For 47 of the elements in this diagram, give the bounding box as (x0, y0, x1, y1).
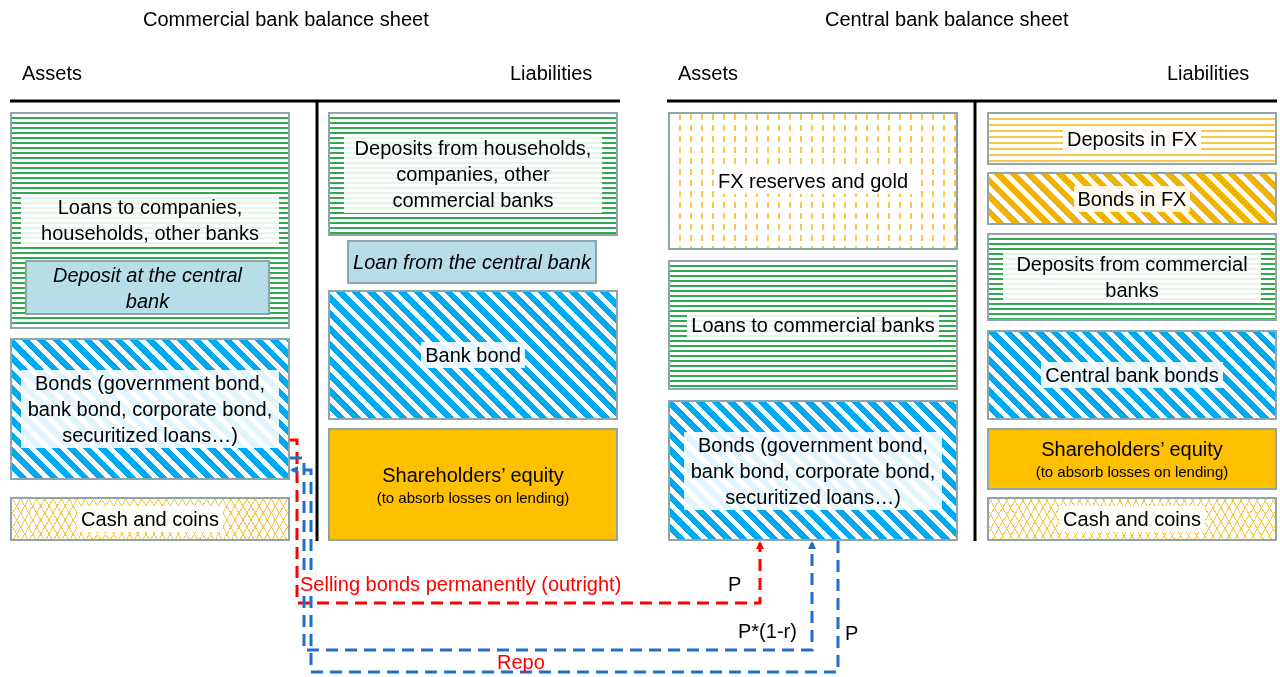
item-text: Shareholders’ equity (1040, 437, 1224, 463)
item-text: Shareholders’ equity (381, 462, 565, 488)
edge-label: Selling bonds permanently (outright) (300, 573, 622, 596)
item-text: Cash and coins (1059, 506, 1205, 532)
deposit-box (25, 260, 270, 315)
column-heading: Liabilities (510, 62, 593, 85)
note-text: (to absorb losses on lending) (1034, 462, 1230, 482)
item-text: Bonds (government bond, bank bond, corporate bond, securitized loans…) (21, 370, 279, 448)
bond-box (668, 400, 958, 541)
item-text: Deposits from households, companies, other commercial banks (344, 135, 602, 213)
bond-box (987, 172, 1277, 225)
item-text: Loan from the central bank (352, 250, 593, 275)
equity-box (328, 428, 618, 541)
operation-label: Repo (497, 651, 545, 674)
item-text: Loans to companies, households, other banks (21, 194, 279, 246)
loan-box (10, 112, 290, 329)
item-text: Deposit at the central bank (52, 262, 244, 314)
note-text: (to absorb losses on lending) (375, 487, 571, 508)
deposit-box (347, 240, 597, 284)
cash-box (10, 497, 290, 541)
column-heading: Assets (678, 62, 739, 85)
loan-box (987, 233, 1277, 321)
bond-box (987, 330, 1277, 420)
heading-text: Commercial bank balance sheet (143, 8, 429, 31)
column-heading: Assets (22, 62, 83, 85)
bond-box (10, 338, 290, 480)
item-text: Bonds (government bond, bank bond, corporate bond, securitized loans…) (684, 431, 942, 510)
heading-text: Central bank balance sheet (825, 8, 1069, 31)
item-text: Deposits from commercial banks (1003, 251, 1261, 303)
bond-box (328, 290, 618, 420)
item-text: Cash and coins (77, 506, 223, 532)
deposit-box (987, 112, 1277, 165)
item-text: Bank bond (421, 342, 525, 368)
item-text: Bonds in FX (1073, 185, 1191, 212)
price-label: P (728, 573, 742, 596)
edge-label: P*(1-r) (738, 620, 797, 643)
loan-box (328, 112, 618, 236)
equity-box (987, 428, 1277, 490)
item-text: Central bank bonds (1041, 362, 1223, 388)
item-text: Loans to commercial banks (687, 312, 939, 338)
dashed-arrow (290, 466, 840, 674)
column-heading: Liabilities (1167, 62, 1250, 85)
cash-box (987, 497, 1277, 541)
reserves-box (668, 112, 958, 250)
dashed-arrow (290, 456, 816, 652)
loan-box (668, 260, 958, 390)
dashed-arrow (289, 438, 764, 605)
